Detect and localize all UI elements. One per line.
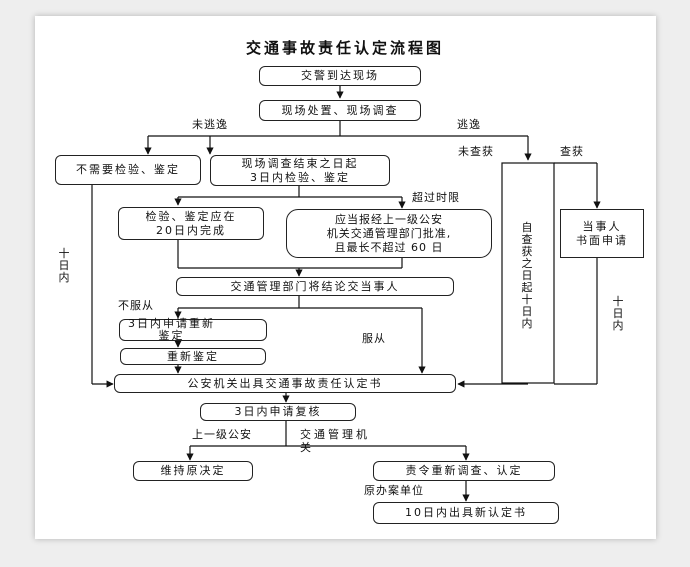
node-scene-handling: 现场处置、现场调查 <box>259 100 421 121</box>
label-upper-police: 上一级公安 <box>192 428 252 441</box>
label-ten-days-right: 十日内 <box>612 295 624 332</box>
node-inspect-3days: 现场调查结束之日起 3日内检验、鉴定 <box>210 155 390 186</box>
diagram-title: 交通事故责任认定流程图 <box>245 39 444 57</box>
node-police-arrive: 交警到达现场 <box>259 66 421 86</box>
node-reinvestigate: 责令重新调查、认定 <box>373 461 555 481</box>
label-accept: 服从 <box>362 332 386 345</box>
node-review-3days: 3日内申请复核 <box>200 403 356 421</box>
node-complete-20days: 检验、鉴定应在 20日内完成 <box>118 207 264 240</box>
node-reapply-3days: 3日内申请重新 鉴定 <box>119 318 267 342</box>
node-re-inspection: 重新鉴定 <box>120 348 266 365</box>
node-maintain: 维持原决定 <box>133 461 253 481</box>
node-issue-certificate: 公安机关出具交通事故责任认定书 <box>114 374 456 393</box>
node-no-inspection: 不需要检验、鉴定 <box>55 155 201 185</box>
label-overtime: 超过时限 <box>412 191 460 204</box>
node-inform-parties: 交通管理部门将结论交当事人 <box>176 277 454 296</box>
label-not-accept: 不服从 <box>118 299 154 312</box>
node-fled-caught-10days: 自查获之日起十日内 <box>521 221 533 330</box>
node-extension: 应当报经上一级公安 机关交通管理部门批准, 且最长不超过 60 日 <box>286 209 492 258</box>
node-new-certificate: 10日内出具新认定书 <box>373 502 559 524</box>
node-party-application: 当事人 书面申请 <box>560 209 644 258</box>
label-original-unit: 原办案单位 <box>364 484 424 497</box>
label-ten-days-left: 十日内 <box>58 247 70 284</box>
label-traffic-authority: 交通管理机 关 <box>300 428 370 454</box>
label-not-caught: 未查获 <box>458 145 494 158</box>
label-fled: 逃逸 <box>457 118 481 131</box>
label-not-fled: 未逃逸 <box>192 118 228 131</box>
label-caught: 查获 <box>560 145 584 158</box>
fled-caught-frame <box>501 162 555 384</box>
